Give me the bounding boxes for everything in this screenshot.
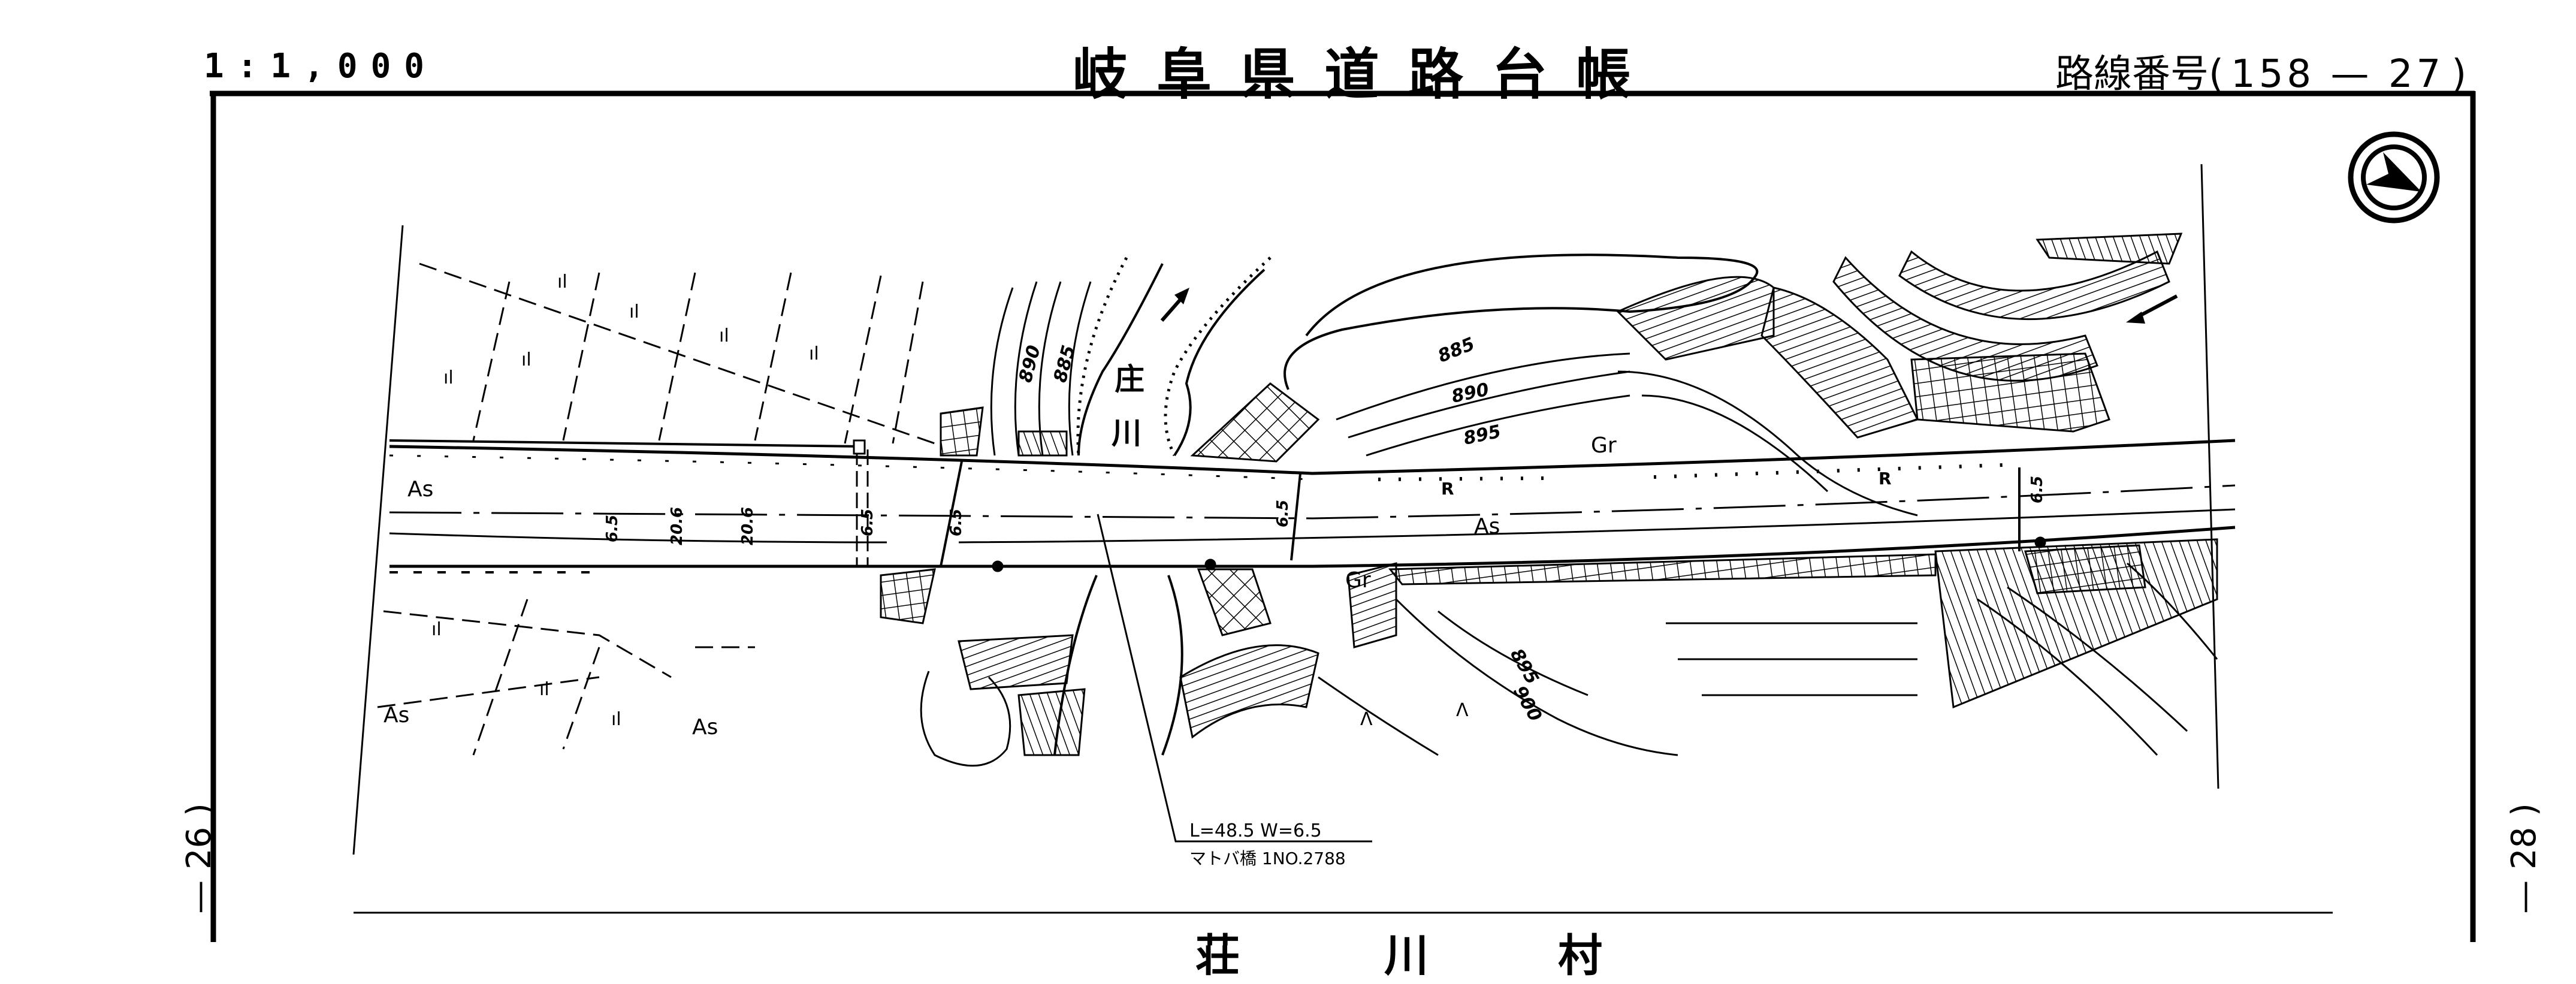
contour-lines (920, 253, 2218, 767)
svg-text:ıl: ıl (719, 325, 729, 346)
north-arrow-icon (2348, 131, 2440, 224)
width-label: 20.6 (739, 507, 757, 545)
width-label: 6.5 (859, 509, 877, 536)
contour-label: 890 (1449, 379, 1491, 408)
label-gr: Gr (1591, 433, 1617, 458)
svg-text:ıl: ıl (611, 709, 621, 730)
label-as: As (692, 715, 718, 739)
bridge-dimensions: L=48.5 W=6.5 (1189, 820, 1322, 841)
label-gr: Gr (1345, 568, 1371, 593)
label-as: As (383, 703, 409, 728)
bridge-annotation: L=48.5 W=6.5 マトバ橋 1NO.2788 (1097, 514, 1372, 868)
bridge-name: マトバ橋 1NO.2788 (1189, 849, 1346, 868)
river-name: 庄 (1115, 362, 1144, 397)
river-name: 川 (1112, 416, 1141, 451)
scale-label: 1:1,000 (204, 47, 438, 86)
route-close: ) (2451, 52, 2467, 96)
svg-text:ıl: ıl (521, 349, 531, 370)
svg-text:Λ: Λ (1456, 700, 1469, 721)
road-ledger-map: ıl ıl ıl ıl ıl ıl ıl ıl ıl Λ Λ (210, 90, 2476, 942)
width-label: 6.5 (603, 515, 621, 542)
route-number: 路線番号(158 — 27) (2055, 43, 2466, 98)
svg-text:ıl: ıl (809, 343, 819, 364)
svg-text:ıl: ıl (539, 679, 549, 700)
river-shokawa (1053, 263, 1266, 756)
svg-text:ıl: ıl (629, 301, 639, 322)
village-name-char: 荘 (1195, 930, 1240, 982)
width-label: 6.5 (2028, 476, 2046, 503)
svg-text:Λ: Λ (1360, 709, 1373, 730)
svg-text:ıl: ıl (431, 619, 442, 640)
drawing-bounds (352, 164, 2219, 855)
route-number-value: 158 — 27 (2230, 52, 2445, 96)
village-name-char: 村 (1558, 930, 1602, 982)
width-label: 20.6 (668, 507, 686, 545)
label-r: R (1879, 469, 1892, 488)
route-label: 路線番号( (2055, 52, 2224, 96)
width-label: 6.5 (947, 509, 965, 536)
contour-label: 900 (1509, 683, 1546, 726)
label-as: As (1474, 514, 1500, 539)
width-label: 6.5 (1274, 500, 1292, 527)
road (389, 439, 2236, 574)
sheet-frame (210, 90, 2476, 942)
label-as: As (407, 477, 433, 502)
contour-label: 895 (1506, 645, 1543, 689)
village-name-char: 川 (1384, 930, 1429, 982)
contour-label: 885 (1050, 343, 1080, 385)
svg-text:ıl: ıl (443, 367, 454, 388)
contour-label: 895 (1461, 421, 1503, 449)
field-symbols: ıl ıl ıl ıl ıl ıl ıl ıl ıl Λ Λ (431, 271, 1469, 730)
map-labels: As As As As Gr Gr R R 庄 川 (383, 362, 1892, 739)
label-r: R (1441, 479, 1454, 499)
land-parcels (377, 262, 935, 756)
flow-arrow-icon (1160, 288, 2178, 324)
dimension-labels: 6.5 20.6 20.6 6.5 6.5 6.5 6.5 (603, 476, 2046, 545)
contour-label: 885 (1435, 334, 1478, 367)
svg-text:ıl: ıl (557, 271, 567, 292)
